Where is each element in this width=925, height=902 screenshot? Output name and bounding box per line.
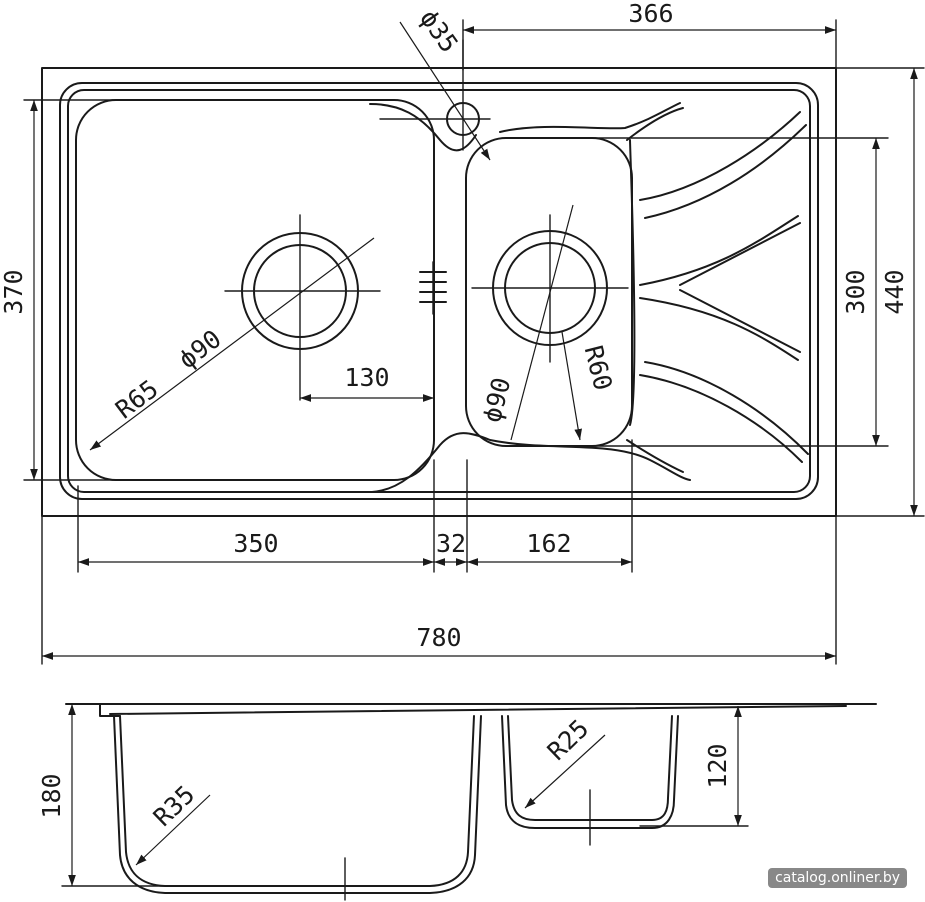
leader-right-radius [561,331,582,441]
label-130: 130 [344,363,389,392]
section-view [61,703,877,901]
sink-rim-outer [59,82,819,500]
label-right-radius: R60 [579,343,618,394]
label-r35: R35 [148,780,201,832]
label-370: 370 [0,269,28,314]
leader-right-drain [510,204,574,441]
leader-tap-hole [399,21,491,161]
label-right-drain: ϕ90 [477,375,516,426]
label-tap-hole: ϕ35 [414,4,464,58]
drainer-ribs [499,102,809,473]
sink-rim-inner [67,89,811,493]
overflow-slots [419,261,447,315]
label-350: 350 [233,529,278,558]
label-162: 162 [526,529,571,558]
label-780: 780 [416,623,461,652]
label-left-radius: R65 [110,374,164,424]
label-r25: R25 [542,714,595,766]
leader-r35 [135,794,211,866]
right-bowl-profile [507,715,673,821]
label-366: 366 [628,0,673,28]
label-32: 32 [436,529,466,558]
label-left-drain: ϕ90 [173,324,227,374]
right-drain [471,214,629,363]
label-180: 180 [37,773,66,818]
leader-r25 [524,734,606,809]
divider-hump [371,432,691,493]
watermark-badge: catalog.onliner.by [768,868,907,888]
label-440: 440 [880,269,909,314]
sink-outline [41,67,837,517]
label-300: 300 [841,269,870,314]
tap-ridge [369,103,477,152]
top-view [23,19,925,665]
leader-left-drain [89,237,375,451]
label-120: 120 [703,743,732,788]
